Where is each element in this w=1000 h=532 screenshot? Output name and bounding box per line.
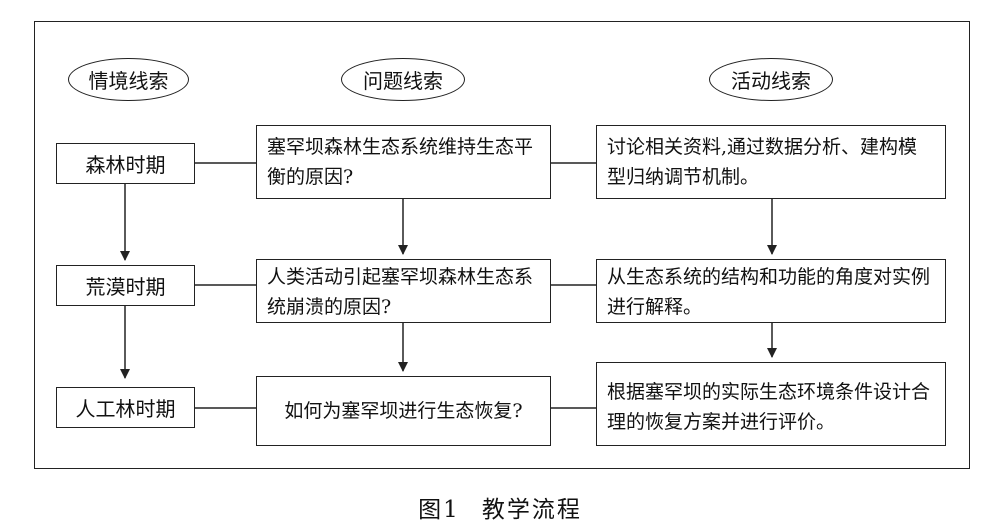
activity-text: 从生态系统的结构和功能的角度对实例进行解释。 (607, 266, 931, 318)
header-question-ellipse: 问题线索 (341, 58, 465, 101)
period-label: 人工林时期 (75, 397, 176, 421)
question-box-3: 如何为塞罕坝进行生态恢复? (256, 376, 551, 446)
period-label: 森林时期 (85, 153, 166, 177)
period-box-forest: 森林时期 (56, 143, 195, 184)
activity-box-1: 讨论相关资料,通过数据分析、建构模型归纳调节机制。 (596, 125, 946, 199)
activity-box-3: 根据塞罕坝的实际生态环境条件设计合理的恢复方案并进行评价。 (596, 362, 946, 446)
question-text: 如何为塞罕坝进行生态恢复? (284, 400, 523, 422)
figure-title: 教学流程 (481, 497, 582, 523)
question-box-1: 塞罕坝森林生态系统维持生态平衡的原因? (256, 125, 551, 199)
period-box-plantation: 人工林时期 (56, 387, 195, 428)
header-context-label: 情境线索 (88, 69, 169, 93)
question-box-2: 人类活动引起塞罕坝森林生态系统崩溃的原因? (256, 259, 551, 323)
question-text: 塞罕坝森林生态系统维持生态平衡的原因? (267, 136, 534, 188)
period-label: 荒漠时期 (85, 275, 166, 299)
period-box-desert: 荒漠时期 (56, 265, 195, 306)
header-activity-ellipse: 活动线索 (709, 58, 833, 101)
header-question-label: 问题线索 (363, 69, 443, 93)
figure-number: 图1 (418, 497, 460, 523)
activity-text: 讨论相关资料,通过数据分析、建构模型归纳调节机制。 (607, 136, 918, 188)
header-context-ellipse: 情境线索 (68, 58, 189, 101)
figure-caption: 图1 教学流程 (0, 490, 1000, 524)
diagram-frame (34, 21, 970, 469)
question-text: 人类活动引起塞罕坝森林生态系统崩溃的原因? (267, 266, 534, 318)
activity-box-2: 从生态系统的结构和功能的角度对实例进行解释。 (596, 259, 946, 323)
header-activity-label: 活动线索 (731, 69, 811, 93)
activity-text: 根据塞罕坝的实际生态环境条件设计合理的恢复方案并进行评价。 (607, 381, 931, 433)
